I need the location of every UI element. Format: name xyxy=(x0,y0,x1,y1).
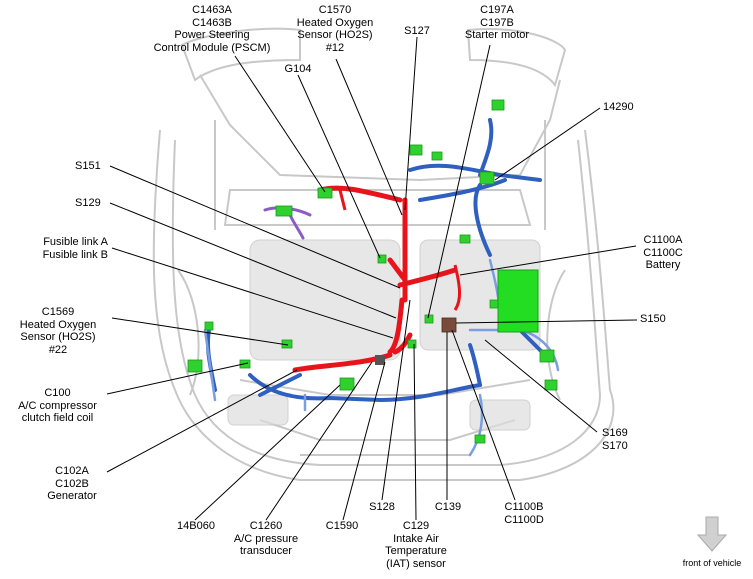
red-branch xyxy=(338,189,461,311)
label-s151: S151 xyxy=(75,160,101,172)
label-14290: 14290 xyxy=(603,101,634,113)
label-14b060: 14B060 xyxy=(177,520,215,532)
c1590-connector xyxy=(375,355,385,365)
front-of-vehicle-label: front of vehicle xyxy=(682,558,742,568)
red-harness xyxy=(292,185,458,373)
leader-lines xyxy=(106,36,638,521)
front-arrow-icon xyxy=(696,516,728,552)
label-s129: S129 xyxy=(75,197,101,209)
label-s127: S127 xyxy=(404,25,430,37)
label-s128: S128 xyxy=(369,501,395,513)
c1100b-connector xyxy=(441,317,457,333)
connectors xyxy=(187,99,558,444)
label-s150: S150 xyxy=(640,313,666,325)
label-g104: G104 xyxy=(284,63,312,75)
vehicle-body xyxy=(152,27,615,481)
label-c139: C139 xyxy=(434,501,462,513)
label-c1590: C1590 xyxy=(325,520,359,532)
